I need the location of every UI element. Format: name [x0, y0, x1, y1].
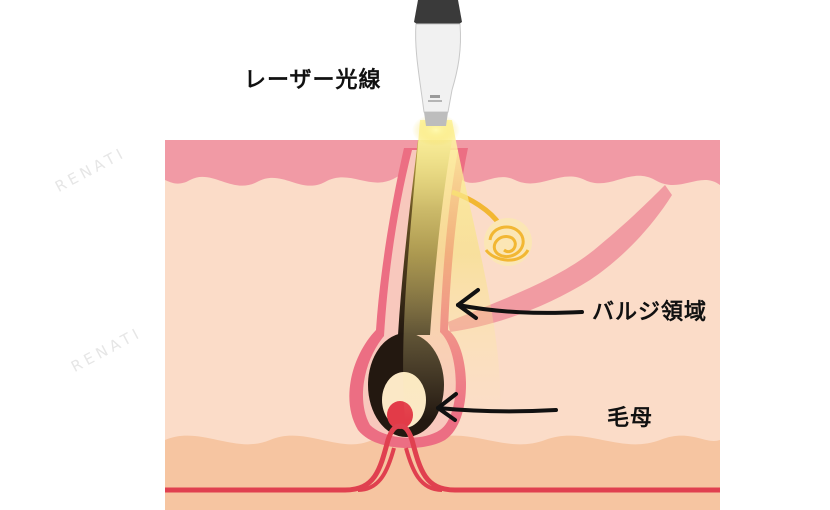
- papilla-arrow: [436, 392, 558, 422]
- sebaceous-gland: [484, 218, 532, 266]
- hair-matrix-label: 毛母: [607, 406, 654, 431]
- subcutis-under-follicle: [372, 440, 430, 510]
- blood-vessel: [165, 423, 720, 493]
- bulge-region-label: バルジ領域: [592, 300, 708, 325]
- laser-tip-glow: [412, 114, 460, 146]
- laser-label: レーザー光線: [244, 68, 382, 93]
- subcutis-layer: [165, 435, 720, 510]
- laser-beam: [403, 120, 501, 420]
- bulge-arrow: [456, 288, 584, 320]
- blood-vessel-inner: [357, 447, 443, 492]
- laser-device-icon: [414, 0, 462, 126]
